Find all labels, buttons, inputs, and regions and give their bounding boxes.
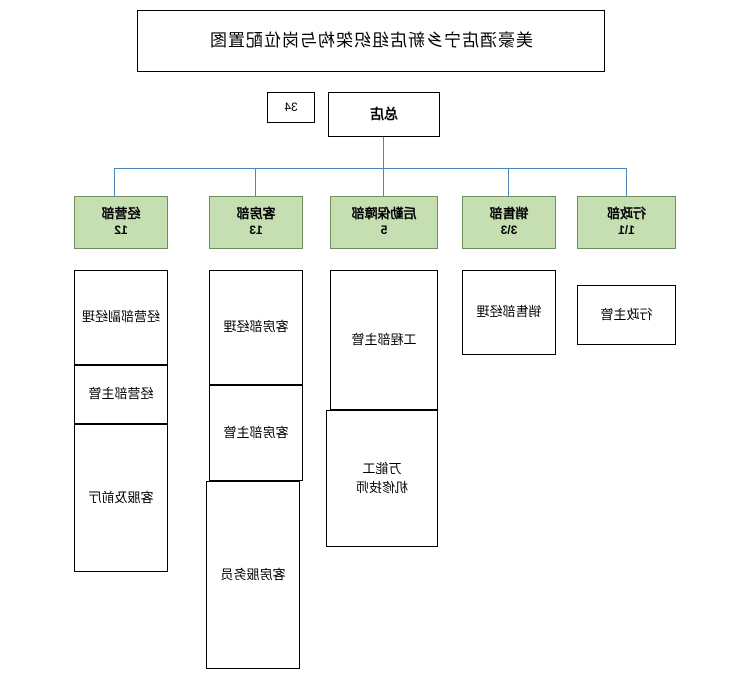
dept-count: 12 bbox=[114, 223, 128, 238]
dept-count: 3\3 bbox=[500, 223, 518, 238]
dept-header-houqin: 后勤保障部 5 bbox=[330, 196, 438, 249]
connector-top-stem bbox=[383, 137, 384, 168]
node-wanneng-gong: 万能工 机修技师 bbox=[326, 410, 438, 547]
dept-header-jingying: 经营部 12 bbox=[74, 196, 168, 249]
top-node-count: 34 bbox=[267, 92, 315, 123]
dept-name: 经营部 bbox=[101, 206, 141, 222]
connector-drop-4 bbox=[255, 168, 256, 196]
node-jingying-fujingli: 经营部副经理 bbox=[74, 270, 168, 365]
connector-drop-1 bbox=[626, 168, 627, 196]
dept-header-xiaoshou: 销售部 3\3 bbox=[462, 196, 556, 249]
dept-name: 客房部 bbox=[236, 206, 276, 222]
connector-drop-5 bbox=[114, 168, 115, 196]
dept-name: 行政部 bbox=[607, 206, 647, 222]
node-line-1: 万能工 bbox=[362, 460, 402, 476]
node-kefang-zhuguan: 客房部主管 bbox=[209, 385, 303, 481]
dept-name: 销售部 bbox=[489, 206, 529, 222]
node-kefang-jingli: 客房部经理 bbox=[209, 270, 303, 385]
node-xiaoshou-jingli: 销售部经理 bbox=[462, 270, 556, 355]
node-jingying-zhuguan: 经营部主管 bbox=[74, 365, 168, 424]
dept-count: 5 bbox=[380, 223, 388, 238]
dept-count: 1\1 bbox=[618, 223, 635, 238]
top-node-label: 总店 bbox=[328, 92, 440, 137]
connector-drop-3 bbox=[383, 168, 384, 196]
chart-title: 美豪酒店宁乡新店组织架构与岗位配置图 bbox=[137, 10, 605, 72]
connector-bus bbox=[115, 168, 627, 169]
dept-name: 后勤保障部 bbox=[351, 206, 417, 222]
dept-header-xingzheng: 行政部 1\1 bbox=[577, 196, 676, 249]
node-line-2: 机修技师 bbox=[356, 479, 409, 495]
node-gongcheng-zhuguan: 工程部主管 bbox=[330, 270, 438, 410]
node-xingzheng-zhuguan: 行政主管 bbox=[577, 285, 676, 345]
connector-drop-2 bbox=[508, 168, 509, 196]
dept-count: 13 bbox=[249, 223, 263, 238]
dept-header-kefang: 客房部 13 bbox=[209, 196, 303, 249]
node-kefu-qianting: 客服及前厅 bbox=[74, 424, 168, 572]
node-kefang-fuwuyuan: 客房服务员 bbox=[206, 481, 300, 669]
